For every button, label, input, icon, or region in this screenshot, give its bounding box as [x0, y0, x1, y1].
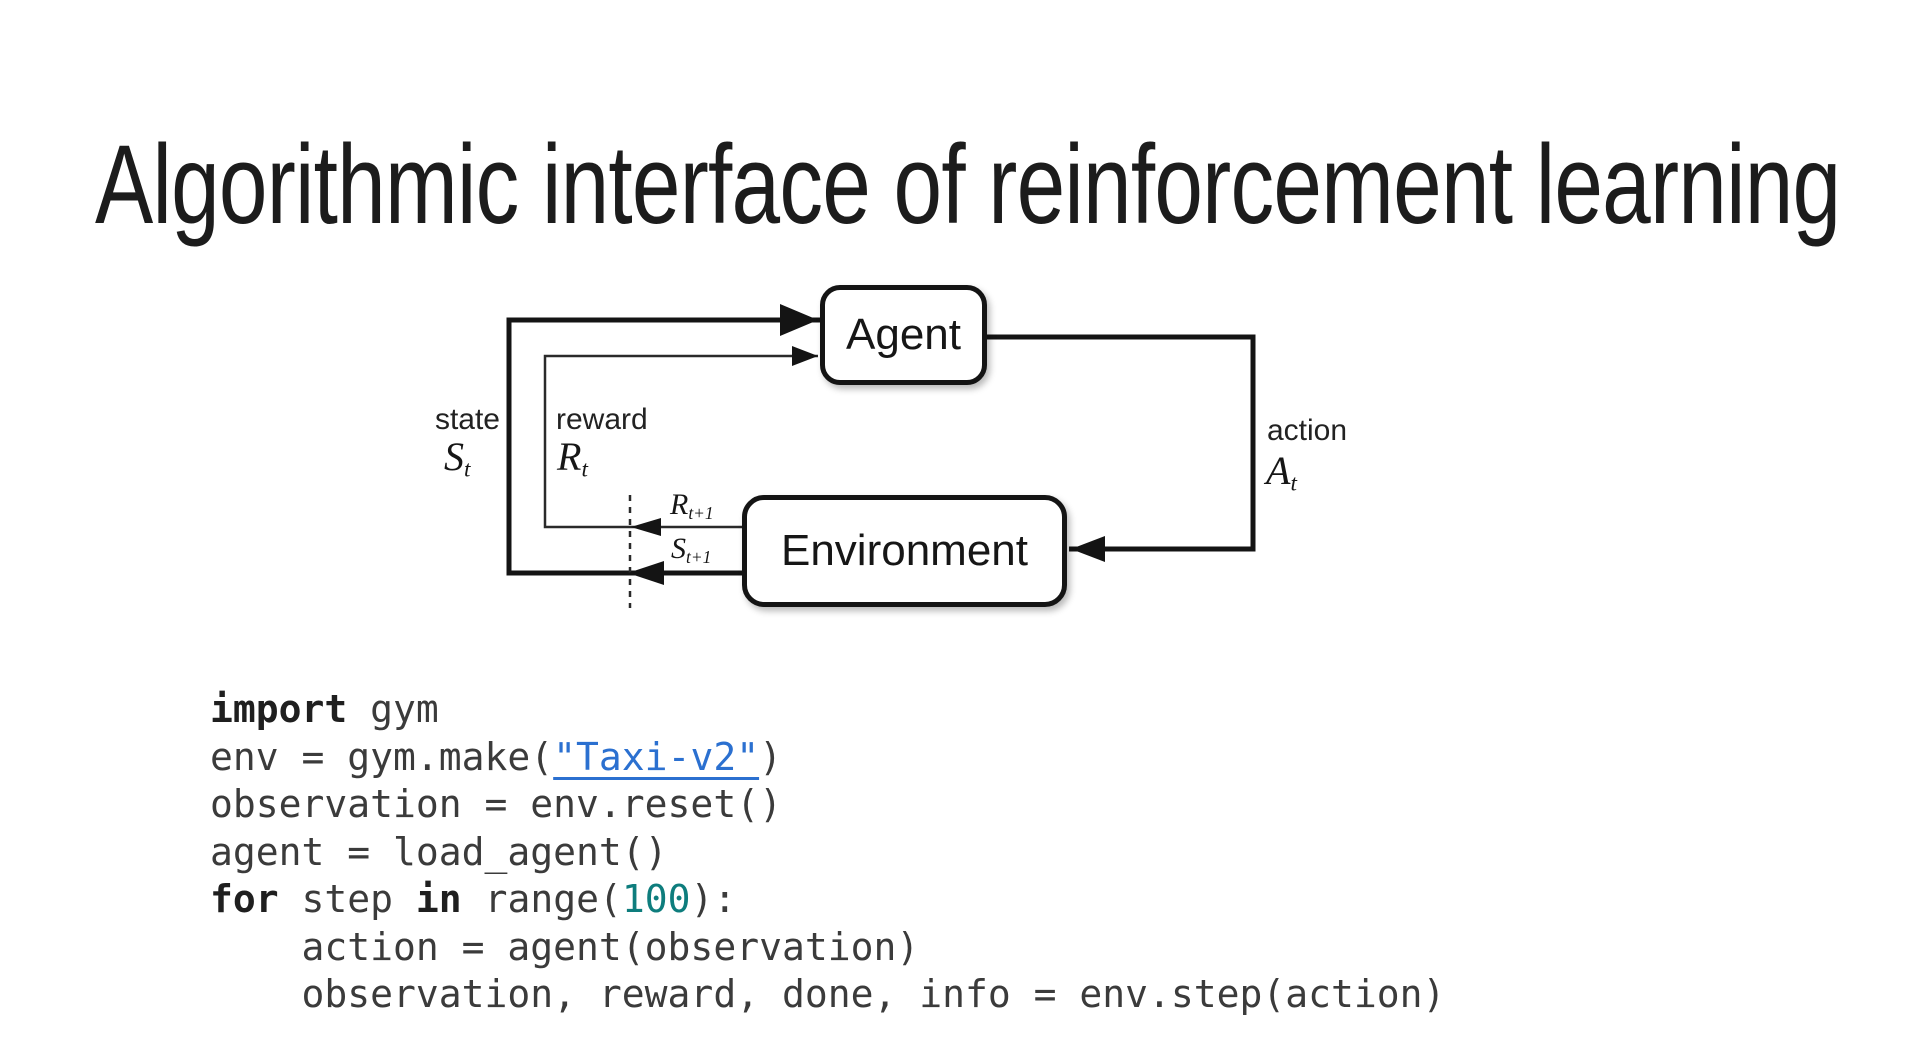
- reward-arrowhead-icon: [792, 346, 818, 366]
- reward-symbol: Rt: [557, 434, 588, 482]
- code-token-plain: observation, reward, done, info = env.st…: [210, 972, 1446, 1016]
- code-token-plain: step: [278, 877, 416, 921]
- code-token-plain: env = gym.make(: [210, 734, 554, 779]
- action-label: action: [1267, 414, 1348, 447]
- code-token-plain: range(: [461, 877, 622, 921]
- action-symbol: At: [1266, 448, 1297, 496]
- next-reward-symbol-base: R: [670, 488, 689, 521]
- agent-box: Agent: [820, 285, 987, 385]
- code-token-keyword: import: [210, 687, 348, 731]
- next-reward-symbol-sub: t+1: [688, 502, 714, 523]
- code-line: observation = env.reset(): [210, 781, 1445, 829]
- code-line: import gym: [210, 686, 1445, 734]
- code-line: for step in range(100):: [210, 876, 1445, 924]
- environment-label: Environment: [780, 526, 1028, 575]
- state-symbol-sub: t: [464, 456, 471, 483]
- code-line: env = gym.make("Taxi-v2"): [210, 734, 1445, 782]
- code-token-keyword: for: [210, 877, 279, 921]
- code-token-number: 100: [621, 877, 691, 921]
- next-state-arrowhead-icon: [628, 561, 664, 585]
- code-token-plain: ):: [690, 877, 737, 921]
- code-token-plain: gym: [347, 687, 439, 731]
- code-token-plain: ): [759, 734, 782, 779]
- next-state-symbol: St+1: [671, 532, 712, 567]
- code-token-plain: observation = env.reset(): [210, 782, 782, 826]
- next-state-symbol-base: S: [671, 532, 686, 565]
- environment-box: Environment: [742, 495, 1067, 607]
- reward-label: reward: [556, 403, 648, 436]
- state-line: [506, 317, 820, 576]
- code-line: action = agent(observation): [210, 924, 1445, 972]
- action-line: [987, 334, 1256, 552]
- code-line: agent = load_agent(): [210, 829, 1445, 877]
- code-token-keyword: in: [415, 877, 462, 921]
- next-reward-symbol: Rt+1: [670, 488, 714, 523]
- next-reward-arrowhead-icon: [631, 518, 661, 536]
- action-symbol-sub: t: [1290, 470, 1297, 497]
- action-arrowhead-icon: [1071, 536, 1105, 562]
- agent-label: Agent: [846, 310, 961, 359]
- state-label: state: [434, 403, 500, 436]
- state-symbol-base: S: [444, 434, 464, 479]
- state-symbol: St: [444, 434, 470, 482]
- next-state-symbol-sub: t+1: [686, 546, 712, 567]
- reward-symbol-sub: t: [581, 456, 588, 483]
- reward-symbol-base: R: [557, 434, 582, 479]
- code-token-plain: agent = load_agent(): [210, 829, 668, 874]
- code-token-plain: action = agent(observation): [210, 924, 920, 969]
- code-line: observation, reward, done, info = env.st…: [210, 971, 1446, 1019]
- slide-title: Algorithmic interface of reinforcement l…: [95, 122, 1841, 248]
- state-arrowhead-icon: [780, 304, 818, 336]
- taxi-v2-link[interactable]: "Taxi-v2": [553, 734, 760, 779]
- action-symbol-base: A: [1266, 448, 1291, 493]
